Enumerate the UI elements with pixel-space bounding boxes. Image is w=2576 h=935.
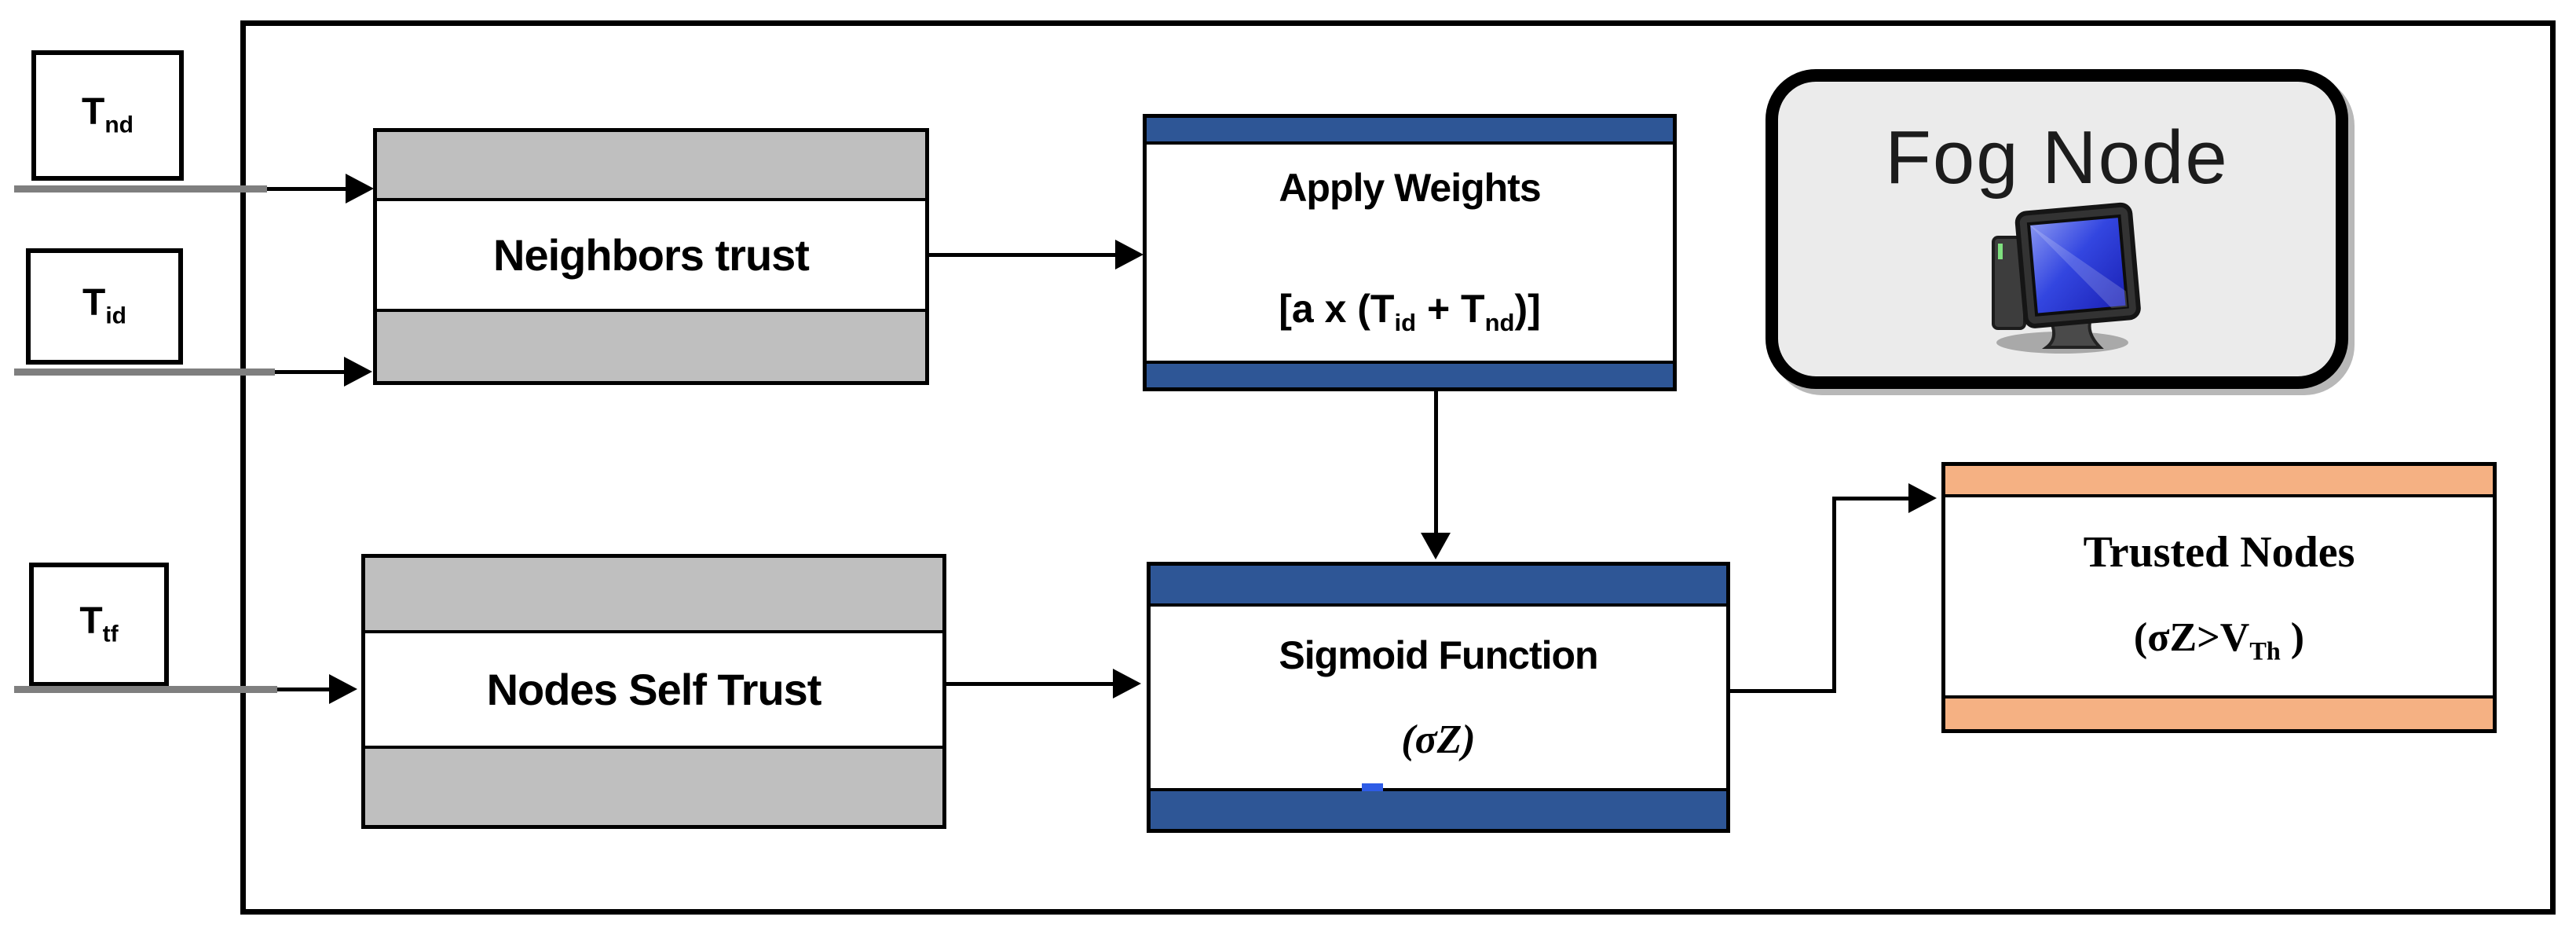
- sigmoid-function-box: Sigmoid Function (σZ): [1147, 562, 1730, 833]
- sigmoid-title: Sigmoid Function: [1279, 632, 1598, 677]
- nodes-self-trust-bottom-band: [365, 749, 942, 825]
- apply-weights-label-area: Apply Weights [a x (Tid + Tnd)]: [1147, 141, 1673, 364]
- outer-frame: [240, 20, 2556, 915]
- arrow-tid-head-icon: [344, 357, 372, 387]
- arrow-sigmoid-tn-head-icon: [1908, 483, 1937, 513]
- trusted-nodes-bottom-band: [1945, 698, 2493, 729]
- arrow-nst-sigmoid-head-icon: [1113, 669, 1141, 698]
- sigmoid-label-area: Sigmoid Function (σZ): [1151, 603, 1726, 791]
- input-label-ttf: Ttf: [79, 600, 119, 647]
- connector-sigmoid-tn-vertical-line: [1832, 498, 1836, 693]
- connector-sigmoid-tn-bottom-line: [1730, 689, 1835, 693]
- neighbors-trust-label-area: Neighbors trust: [377, 198, 925, 312]
- arrow-ttf-line: [277, 688, 329, 691]
- trusted-nodes-title: Trusted Nodes: [2083, 527, 2355, 577]
- apply-weights-title: Apply Weights: [1279, 166, 1541, 210]
- input-box-tnd: Tnd: [31, 50, 184, 181]
- neighbors-trust-label: Neighbors trust: [493, 230, 810, 280]
- input-box-tid: Tid: [26, 248, 183, 365]
- arrow-nst-sigmoid-line: [946, 682, 1114, 686]
- spellcheck-dash: [1362, 783, 1383, 791]
- fog-node-label: Fog Node: [1885, 116, 2229, 200]
- apply-weights-top-band: [1147, 118, 1673, 141]
- arrow-aw-sigmoid-line: [1434, 391, 1438, 534]
- nodes-self-trust-top-band: [365, 558, 942, 630]
- neighbors-trust-box: Neighbors trust: [373, 128, 929, 385]
- arrow-tnd-line-gray: [14, 185, 267, 192]
- arrow-aw-sigmoid-head-icon: [1421, 533, 1451, 559]
- arrow-nt-aw-head-icon: [1115, 240, 1143, 270]
- sigmoid-formula: (σZ): [1401, 717, 1476, 762]
- trusted-nodes-label-area: Trusted Nodes (σZ>VTh ): [1945, 494, 2493, 698]
- arrow-nt-aw-line: [929, 253, 1118, 257]
- nodes-self-trust-label-area: Nodes Self Trust: [365, 630, 942, 749]
- fog-node-box: Fog Node: [1766, 69, 2348, 389]
- neighbors-trust-top-band: [377, 132, 925, 198]
- trusted-nodes-top-band: [1945, 466, 2493, 494]
- sigmoid-bottom-band: [1151, 791, 1726, 829]
- arrow-tnd-line: [267, 187, 346, 191]
- trusted-nodes-condition: (σZ>VTh ): [2133, 614, 2305, 666]
- sigmoid-top-band: [1151, 566, 1726, 603]
- apply-weights-box: Apply Weights [a x (Tid + Tnd)]: [1143, 114, 1677, 391]
- nodes-self-trust-box: Nodes Self Trust: [361, 554, 946, 829]
- arrow-ttf-line-gray: [14, 686, 277, 693]
- nodes-self-trust-label: Nodes Self Trust: [486, 665, 822, 714]
- neighbors-trust-bottom-band: [377, 312, 925, 381]
- arrow-tid-line-gray: [14, 368, 275, 376]
- input-label-tnd: Tnd: [82, 91, 134, 138]
- arrow-tid-line: [275, 370, 344, 374]
- computer-monitor-icon: [1992, 202, 2141, 354]
- input-label-tid: Tid: [82, 282, 126, 329]
- apply-weights-formula: [a x (Tid + Tnd)]: [1279, 287, 1541, 336]
- arrow-ttf-head-icon: [329, 674, 357, 704]
- input-box-ttf: Ttf: [29, 563, 169, 687]
- connector-sigmoid-tn-top-line: [1832, 497, 1908, 500]
- arrow-tnd-head-icon: [346, 174, 374, 204]
- apply-weights-bottom-band: [1147, 364, 1673, 387]
- trusted-nodes-box: Trusted Nodes (σZ>VTh ): [1941, 462, 2497, 733]
